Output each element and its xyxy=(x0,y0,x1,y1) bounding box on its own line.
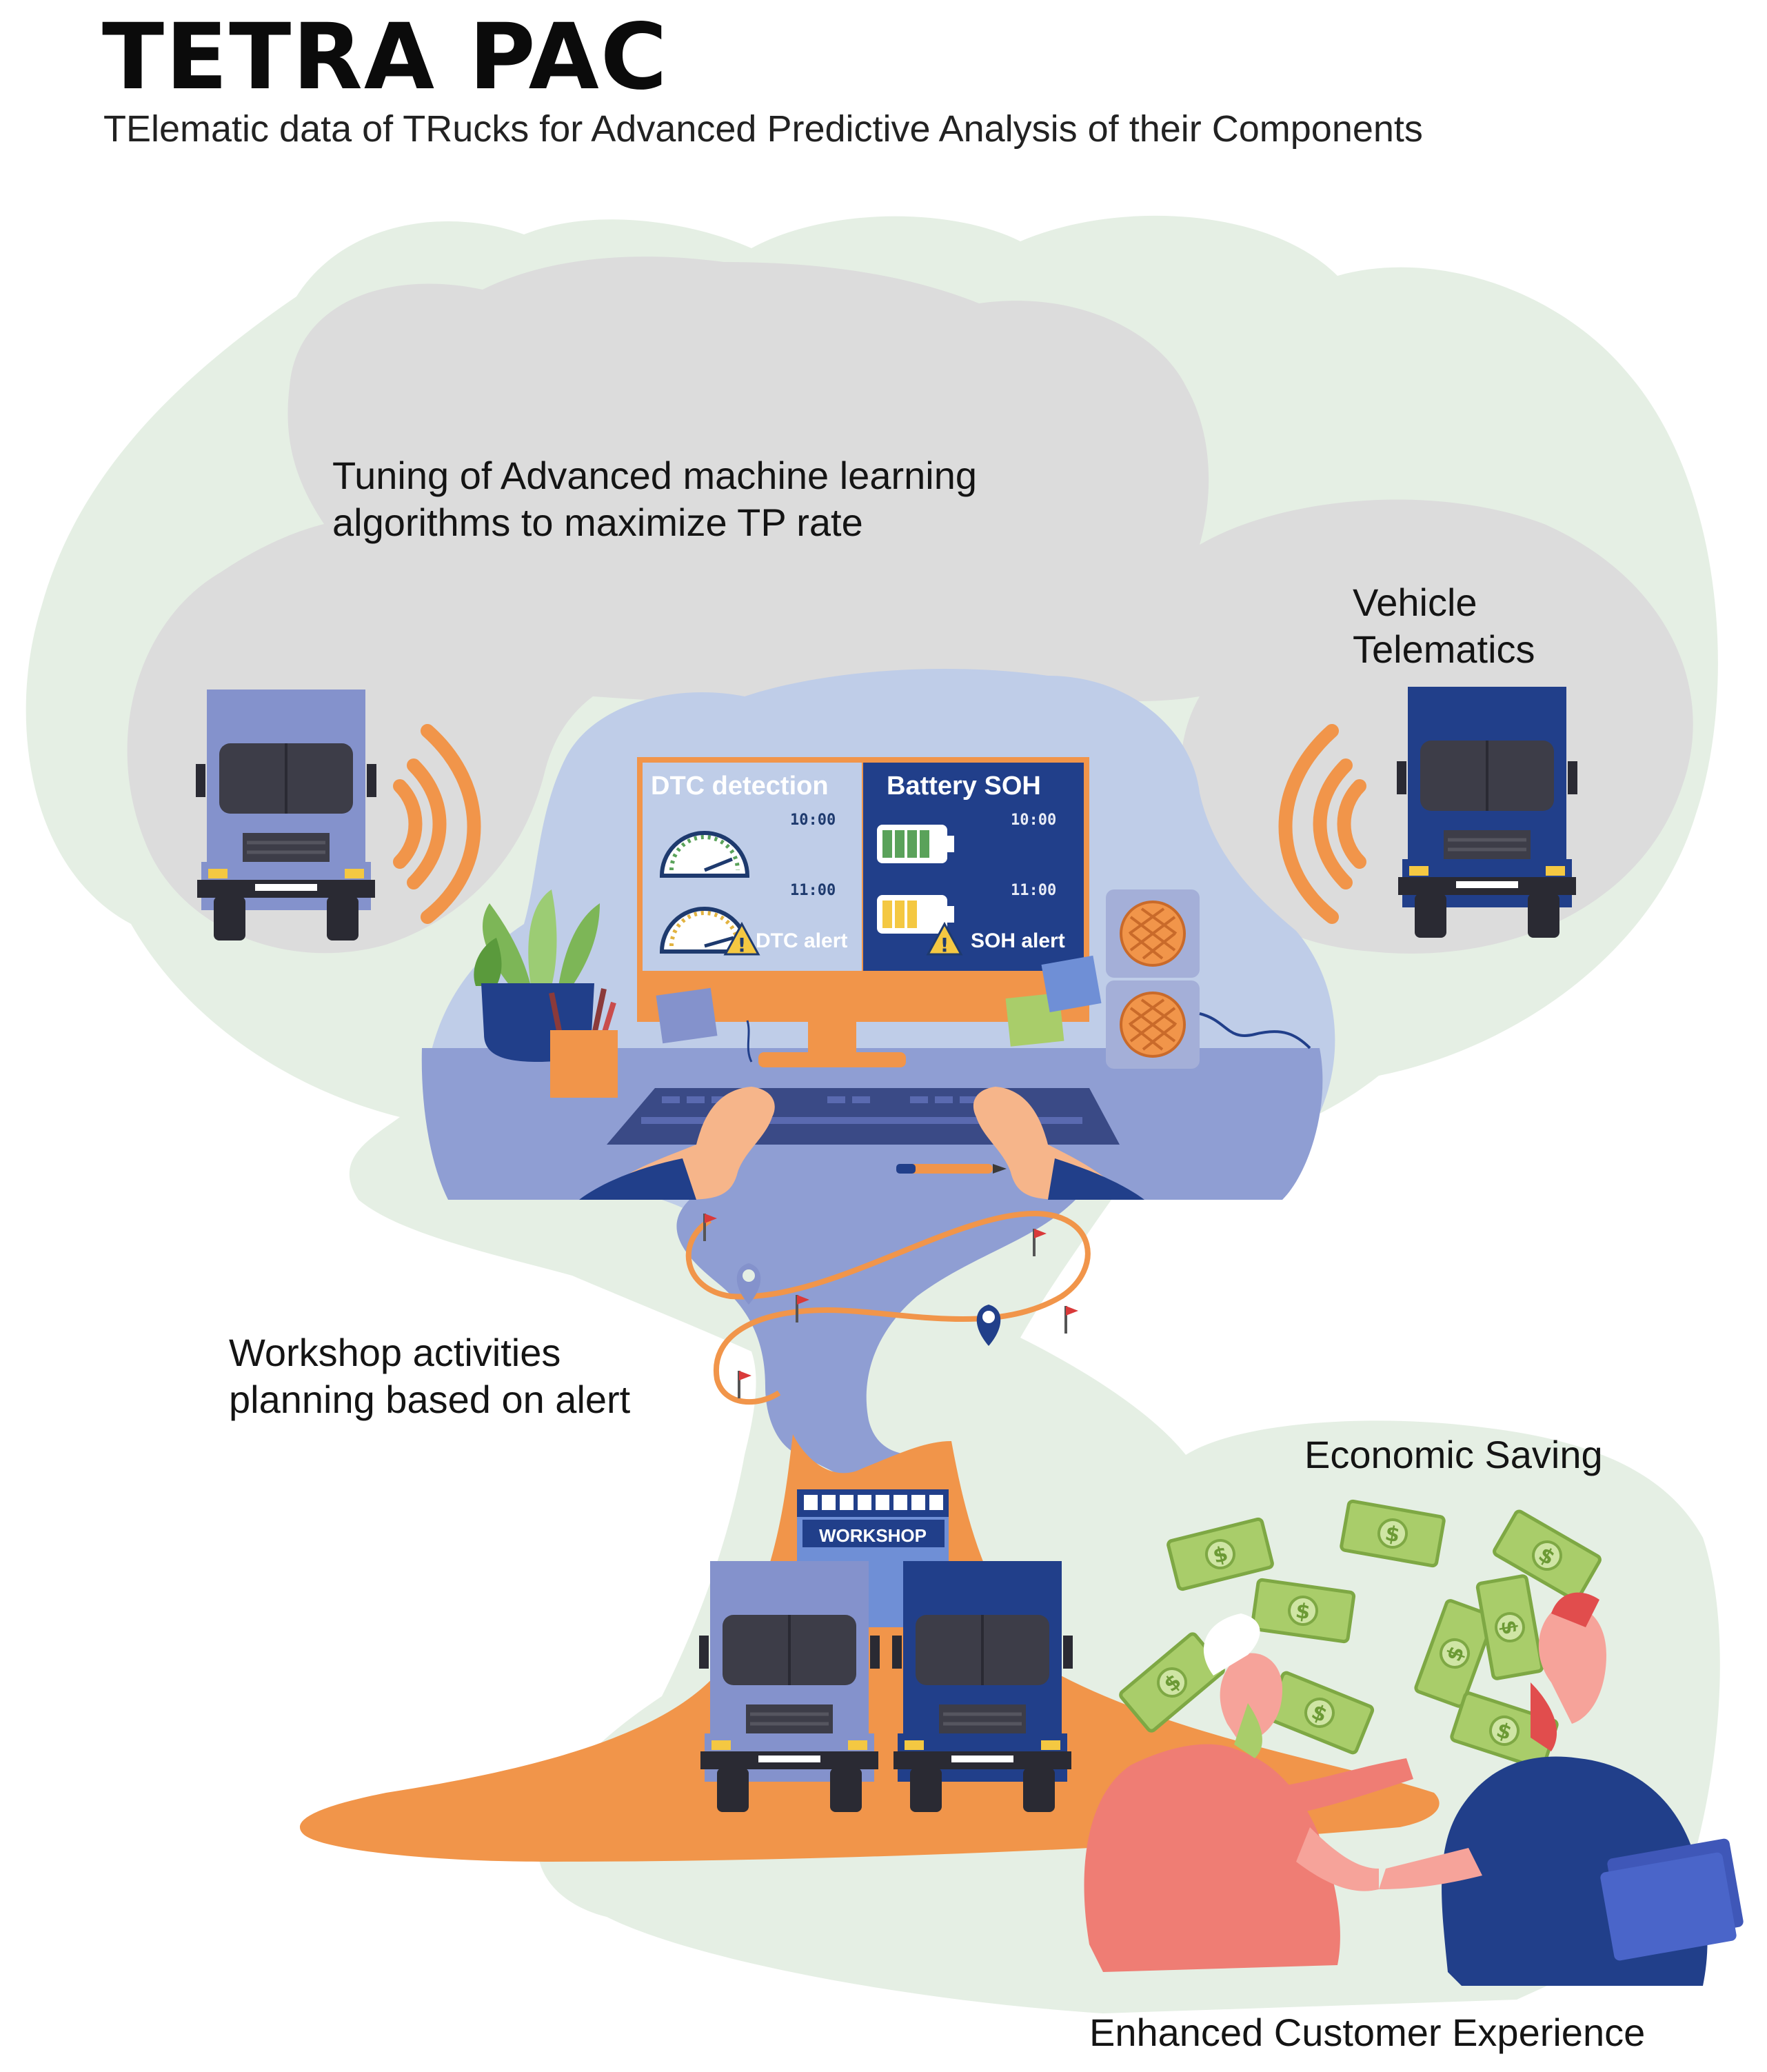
map-pin-icon xyxy=(736,1263,761,1305)
flag-icon xyxy=(738,1371,751,1398)
battery-icon xyxy=(877,895,954,934)
soh-time-top: 10:00 xyxy=(1011,812,1056,829)
pen-icon xyxy=(896,1164,1007,1174)
page-title: TETRA PAC xyxy=(102,4,669,110)
map-pin-icon xyxy=(976,1305,1001,1346)
speaker-cable xyxy=(1199,1012,1311,1049)
soh-alert-label: SOH alert xyxy=(971,929,1065,952)
warning-icon: ! xyxy=(723,921,760,956)
flag-icon xyxy=(703,1214,717,1241)
workshop-planning-label-line: planning based on alert xyxy=(229,1378,631,1421)
page-subtitle: TElematic data of TRucks for Advanced Pr… xyxy=(103,108,1423,150)
workshop-planning-label: Workshop activities planning based on al… xyxy=(229,1329,630,1423)
workshop-sign: WORKSHOP xyxy=(819,1525,927,1546)
truck-icon xyxy=(892,1561,1073,1812)
svg-text:!: ! xyxy=(940,934,949,956)
truck-icon xyxy=(196,690,376,941)
handshake-icon xyxy=(1084,1592,1744,1986)
truck-icon xyxy=(699,1561,880,1812)
dtc-time-bottom: 11:00 xyxy=(790,882,836,899)
gauge-icon xyxy=(659,831,750,878)
flag-icon xyxy=(796,1295,809,1322)
hands xyxy=(579,1087,1144,1200)
speaker-icon xyxy=(1106,889,1200,978)
telematics-label-line: Telematics xyxy=(1353,627,1535,671)
speaker-icon xyxy=(1106,980,1200,1069)
signal-waves-icon xyxy=(1278,724,1366,924)
svg-text:!: ! xyxy=(738,934,747,956)
soh-panel-title: Battery SOH xyxy=(887,772,1041,801)
sticky-note xyxy=(656,987,718,1044)
monitor-cable xyxy=(746,1020,753,1063)
monitor-icon xyxy=(637,757,1089,1067)
soh-time-bottom: 11:00 xyxy=(1011,882,1056,899)
signal-waves-icon xyxy=(393,724,481,924)
sticky-note xyxy=(1041,955,1102,1013)
tuning-label-line: Tuning of Advanced machine learning xyxy=(332,454,977,497)
dtc-time-top: 10:00 xyxy=(790,812,836,829)
telematics-label-line: Vehicle xyxy=(1353,581,1477,624)
truck-icon xyxy=(1397,687,1577,938)
customer-experience-label: Enhanced Customer Experience xyxy=(1089,2011,1646,2054)
workshop-planning-label-line: Workshop activities xyxy=(229,1331,561,1374)
flag-icon xyxy=(1033,1229,1047,1256)
warning-icon: ! xyxy=(926,921,963,956)
tuning-label-line: algorithms to maximize TP rate xyxy=(332,501,863,544)
funnel xyxy=(676,1200,1076,1476)
tuning-label: Tuning of Advanced machine learning algo… xyxy=(332,452,977,546)
dtc-alert-label: DTC alert xyxy=(756,929,847,952)
dtc-panel-title: DTC detection xyxy=(651,772,829,801)
pencil-cup-icon xyxy=(549,988,618,1098)
economic-saving-label: Economic Saving xyxy=(1304,1433,1603,1476)
battery-icon xyxy=(877,825,954,863)
flag-icon xyxy=(1064,1306,1078,1334)
telematics-label: Vehicle Telematics xyxy=(1353,579,1535,673)
route-path xyxy=(685,1210,1091,1405)
